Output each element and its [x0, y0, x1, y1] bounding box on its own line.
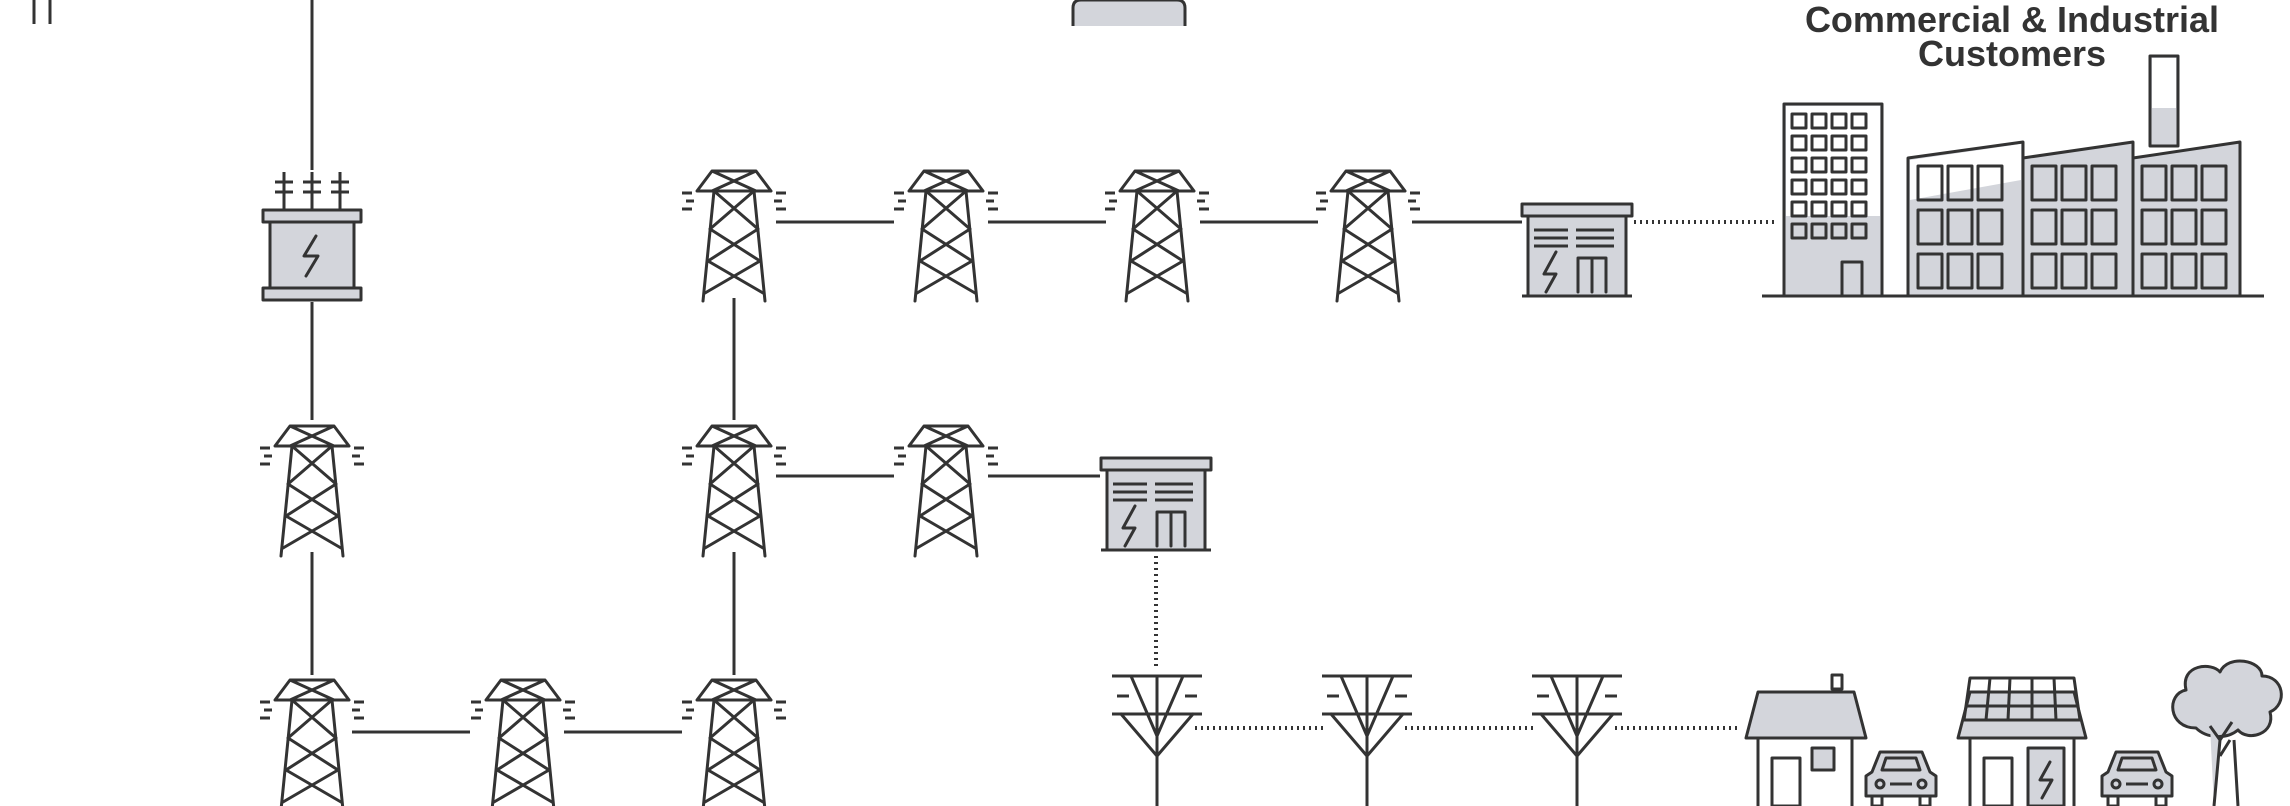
solar-house-icon	[1956, 676, 2088, 806]
transmission-tower-icon	[892, 169, 1000, 303]
distribution-lines	[1154, 220, 1776, 730]
factory-icon	[1906, 54, 2242, 298]
office-building-icon	[1782, 102, 1884, 298]
tree-icon	[2171, 659, 2283, 806]
commercial-label-line1: Commercial & Industrial	[1805, 0, 2219, 40]
transmission-tower-icon	[258, 424, 366, 558]
transmission-tower-icon	[680, 678, 788, 806]
transmission-tower-icon	[469, 678, 577, 806]
commercial-label-line2: Customers	[1918, 33, 2106, 74]
transmission-tower-icon	[680, 424, 788, 558]
transmission-tower-icon	[892, 424, 1000, 558]
transmission-tower-icon	[680, 169, 788, 303]
substation-icon	[1520, 202, 1634, 298]
connection-lines	[310, 0, 1522, 734]
transmission-tower-icon	[1103, 169, 1211, 303]
utility-pole-icon	[1110, 674, 1204, 806]
car-icon	[1864, 750, 1938, 806]
utility-pole-icon	[1320, 674, 1414, 806]
edge-fragment-icon	[32, 0, 52, 24]
car-icon	[2100, 750, 2174, 806]
transformer-icon	[261, 172, 363, 302]
transmission-tower-icon	[258, 678, 366, 806]
utility-pole-icon	[1530, 674, 1624, 806]
transmission-tower-icon	[1314, 169, 1422, 303]
power-plant-edge-icon	[1071, 0, 1187, 26]
substation-icon	[1099, 456, 1213, 552]
house-icon	[1744, 673, 1868, 806]
